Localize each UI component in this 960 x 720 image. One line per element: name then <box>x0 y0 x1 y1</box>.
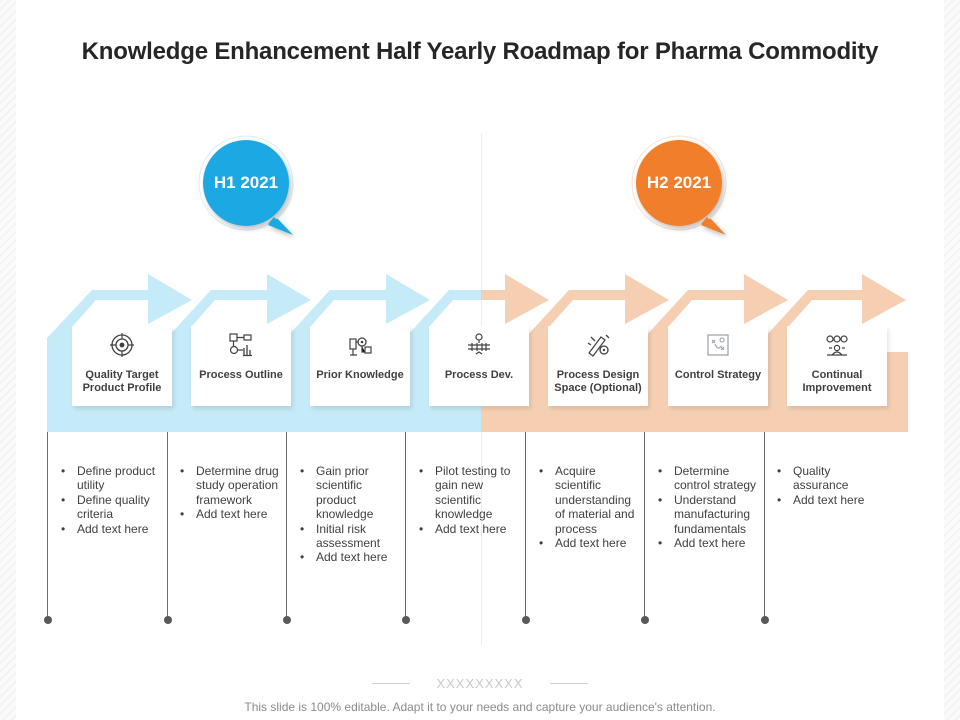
connector-line-3 <box>286 432 287 618</box>
connector-dot-3 <box>283 616 291 624</box>
h1-label: H1 2021 <box>213 173 279 192</box>
step-6-details: Determine control strategy Understand ma… <box>656 464 760 551</box>
connector-line-1 <box>47 432 48 618</box>
knowledge-gears-icon <box>349 337 372 356</box>
connector-dot-2 <box>164 616 172 624</box>
strategy-board-icon <box>707 334 729 356</box>
h1-speech-bubble-shape <box>198 135 294 235</box>
detail-item: Initial risk assessment <box>298 522 402 551</box>
detail-item: Add text here <box>537 536 641 551</box>
connector-dot-6 <box>641 616 649 624</box>
placeholder-text: XXXXXXXXX <box>436 676 524 691</box>
detail-item: Determine control strategy <box>656 464 760 493</box>
detail-item: Add text here <box>775 493 879 508</box>
detail-item: Understand manufacturing fundamentals <box>656 493 760 536</box>
step-3-details: Gain prior scientific product knowledge … <box>298 464 402 565</box>
detail-item: Add text here <box>59 522 163 537</box>
step-card-process-dev: Process Dev. <box>429 326 529 406</box>
step-label: Prior Knowledge <box>316 369 404 381</box>
right-border-decoration <box>944 0 960 720</box>
h2-label: H2 2021 <box>646 173 712 192</box>
left-border-decoration <box>0 0 16 720</box>
detail-item: Pilot testing to gain new scientific kno… <box>417 464 521 522</box>
connector-line-4 <box>405 432 406 618</box>
step-label: Process Dev. <box>444 369 514 381</box>
slide-footer-note: This slide is 100% editable. Adapt it to… <box>244 700 716 714</box>
target-icon <box>110 333 134 357</box>
connector-dot-1 <box>44 616 52 624</box>
process-flowchart-icon <box>229 333 252 357</box>
detail-item: Add text here <box>417 522 521 537</box>
detail-item: Add text here <box>178 507 282 522</box>
placeholder-line-right <box>550 683 588 684</box>
detail-item: Add text here <box>656 536 760 551</box>
connector-dot-7 <box>761 616 769 624</box>
detail-item: Quality assurance <box>775 464 879 493</box>
connector-line-7 <box>764 432 765 618</box>
placeholder-line-left <box>372 683 410 684</box>
step-card-quality-target: Quality Target Product Profile <box>72 326 172 406</box>
step-2-details: Determine drug study operation framework… <box>178 464 282 522</box>
step-label: Control Strategy <box>674 369 762 381</box>
step-card-process-design-space: Process Design Space (Optional) <box>548 326 648 406</box>
step-card-prior-knowledge: Prior Knowledge <box>310 326 410 406</box>
detail-item: Define quality criteria <box>59 493 163 522</box>
step-label: Process Design Space (Optional) <box>554 369 642 394</box>
step-1-details: Define product utility Define quality cr… <box>59 464 163 536</box>
pipeline-dev-icon <box>468 333 490 355</box>
slide-title: Knowledge Enhancement Half Yearly Roadma… <box>81 38 879 65</box>
detail-item: Define product utility <box>59 464 163 493</box>
h2-speech-bubble-shape <box>631 135 727 235</box>
connector-line-6 <box>644 432 645 618</box>
connector-dot-4 <box>402 616 410 624</box>
detail-item: Acquire scientific understanding of mate… <box>537 464 641 536</box>
h1-2021-bubble: H1 2021 <box>198 135 308 245</box>
step-card-control-strategy: Control Strategy <box>668 326 768 406</box>
step-7-details: Quality assurance Add text here <box>775 464 879 508</box>
connector-line-2 <box>167 432 168 618</box>
step-5-details: Acquire scientific understanding of mate… <box>537 464 641 551</box>
improvement-team-icon <box>826 335 848 356</box>
detail-item: Add text here <box>298 550 402 565</box>
step-label: Quality Target Product Profile <box>82 369 162 394</box>
h2-2021-bubble: H2 2021 <box>631 135 741 245</box>
design-tools-icon <box>587 334 610 357</box>
step-card-process-outline: Process Outline <box>191 326 291 406</box>
connector-line-5 <box>525 432 526 618</box>
step-card-continual-improvement: Continual Improvement <box>787 326 887 406</box>
detail-item: Gain prior scientific product knowledge <box>298 464 402 522</box>
detail-item: Determine drug study operation framework <box>178 464 282 507</box>
step-4-details: Pilot testing to gain new scientific kno… <box>417 464 521 536</box>
step-label: Process Outline <box>199 369 283 381</box>
step-label: Continual Improvement <box>802 369 872 394</box>
connector-dot-5 <box>522 616 530 624</box>
